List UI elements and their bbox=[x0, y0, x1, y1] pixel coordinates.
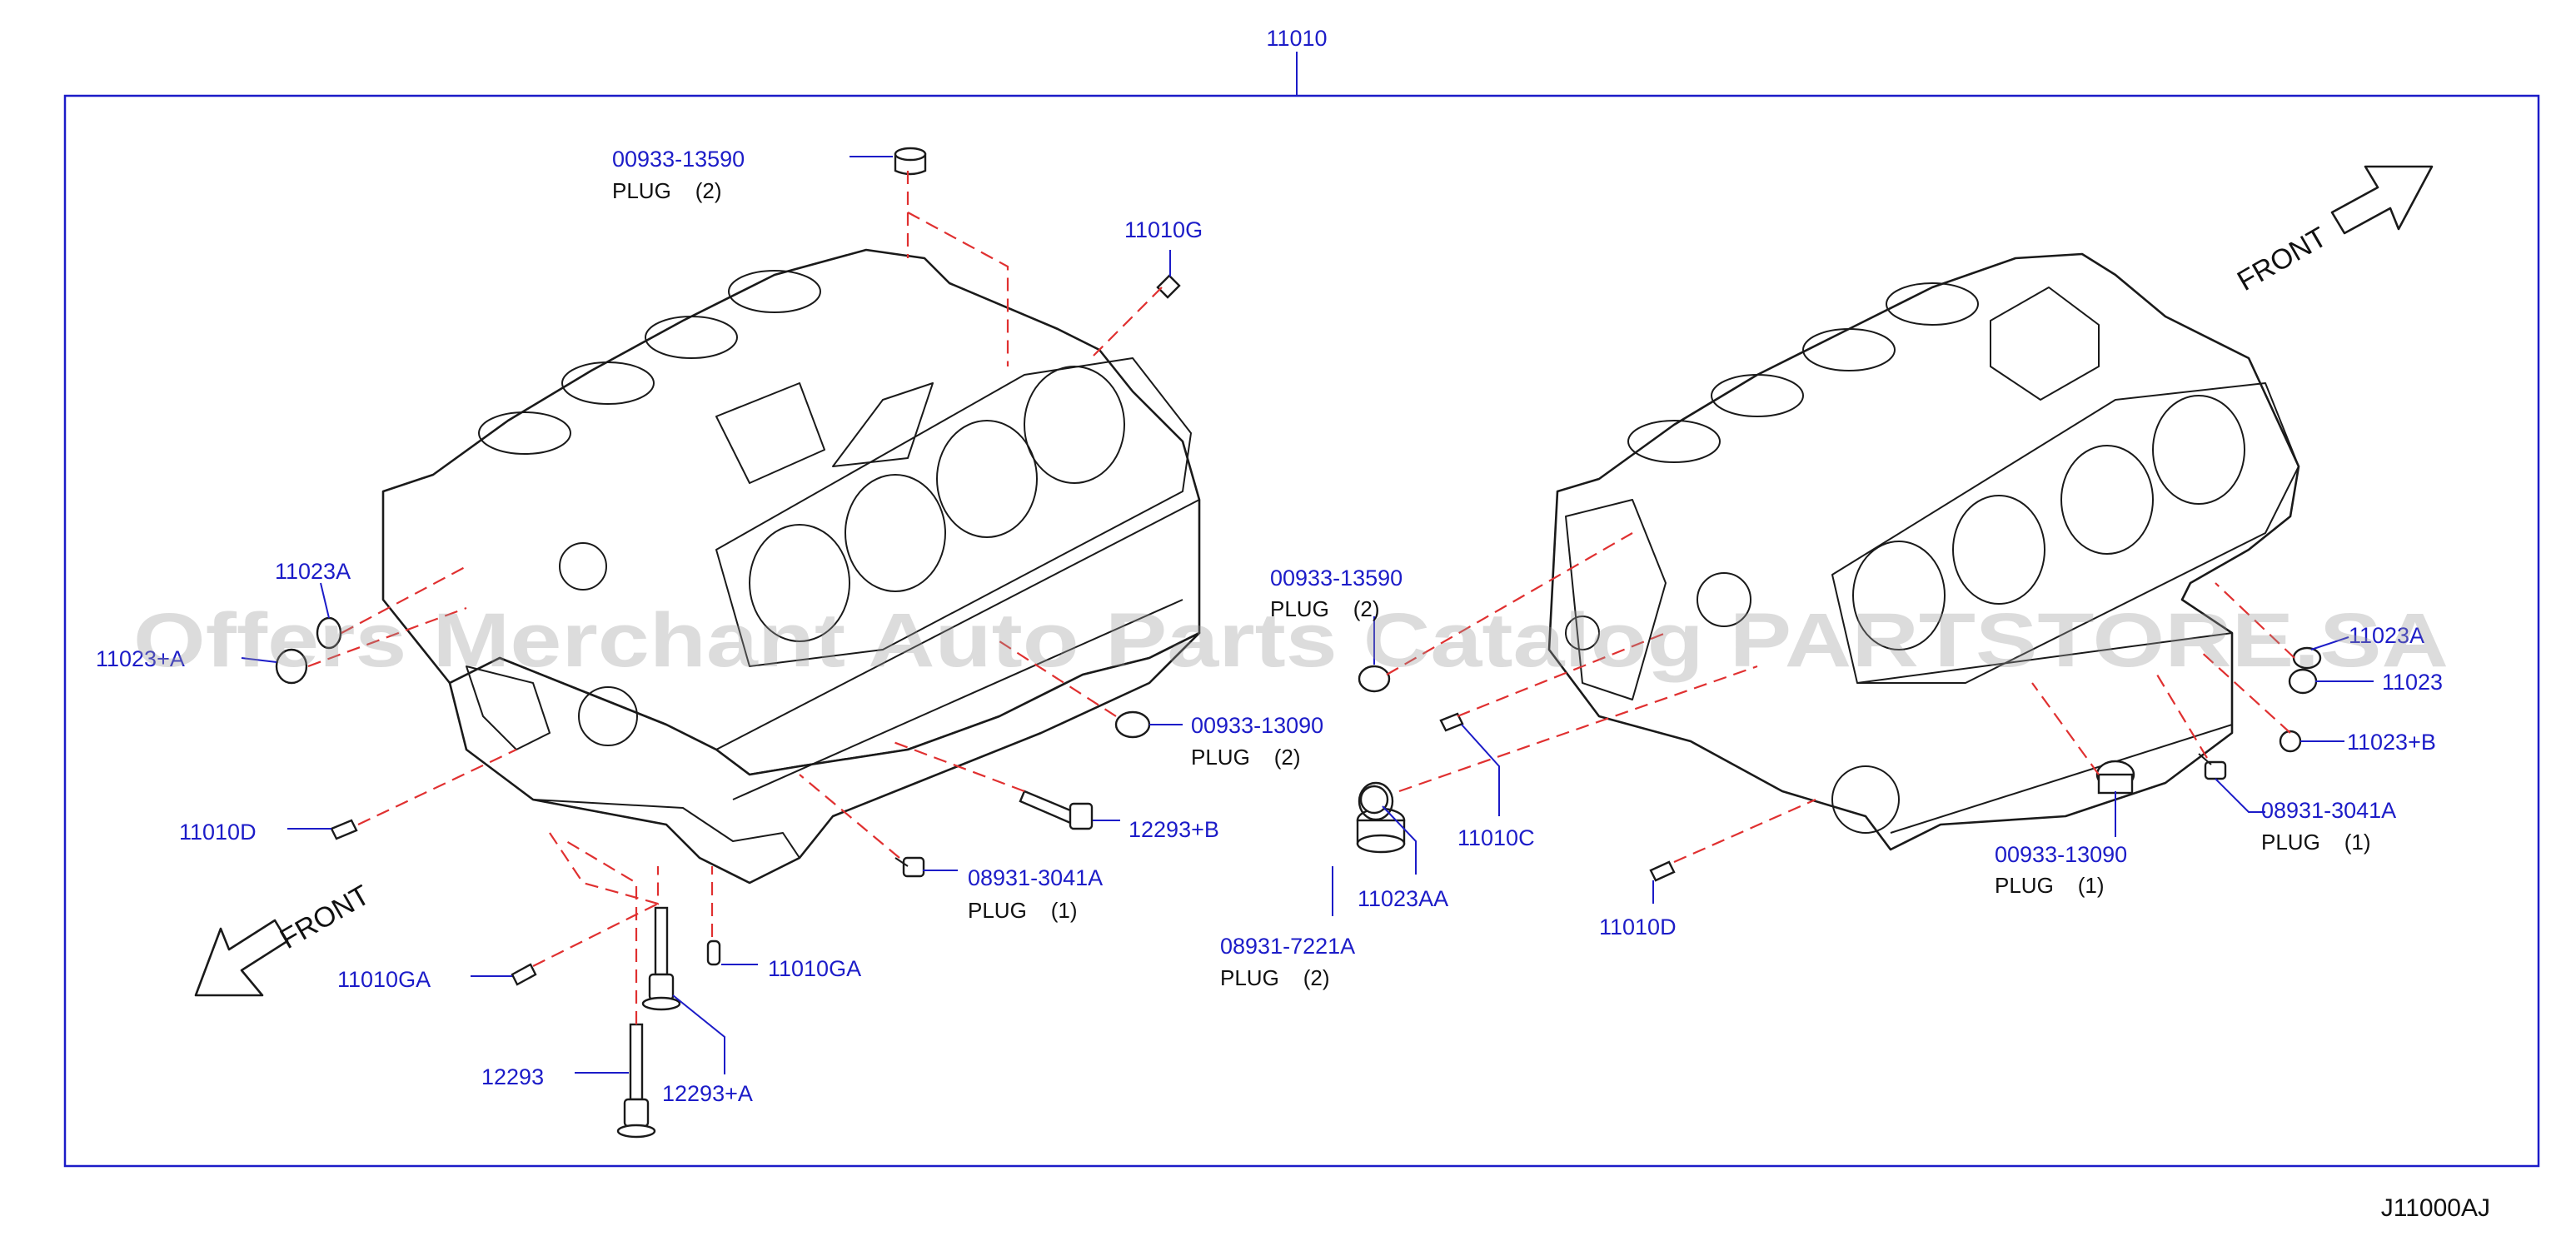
callout-note: PLUG (1) bbox=[968, 898, 1077, 923]
callout-leaders bbox=[241, 156, 2374, 1074]
engine-block-right bbox=[1547, 252, 2300, 851]
callout-part-number[interactable]: 00933-13090 bbox=[1995, 842, 2127, 867]
callouts: 00933-13590 PLUG (2) 11010G 11023A 11023… bbox=[96, 147, 2443, 1106]
left-dashed-lines bbox=[307, 171, 1163, 1024]
callout-part-number[interactable]: 11023A bbox=[275, 559, 351, 584]
callout-note: PLUG (1) bbox=[2261, 830, 2370, 855]
callout-part-number[interactable]: 11010GA bbox=[337, 967, 431, 992]
callout-part-number[interactable]: 11023+B bbox=[2347, 730, 2436, 755]
callout-note: PLUG (1) bbox=[1995, 873, 2104, 898]
callout-part-number[interactable]: 00933-13590 bbox=[612, 147, 745, 172]
front-label-right: FRONT bbox=[2232, 221, 2332, 297]
callout-note: PLUG (2) bbox=[612, 178, 721, 203]
callout-note: PLUG (2) bbox=[1270, 596, 1379, 621]
callout-part-number[interactable]: 11023+A bbox=[96, 646, 185, 671]
callout-part-number[interactable]: 11023 bbox=[2382, 670, 2443, 695]
callout-part-number[interactable]: 11010D bbox=[179, 820, 257, 845]
callout-part-number[interactable]: 08931-3041A bbox=[968, 865, 1103, 890]
left-small-parts bbox=[275, 147, 1181, 1139]
callout-part-number[interactable]: 00933-13590 bbox=[1270, 566, 1403, 591]
assembly-frame bbox=[63, 94, 2540, 1168]
front-arrow-right-icon bbox=[2330, 165, 2434, 235]
callout-part-number[interactable]: 11010GA bbox=[768, 956, 861, 981]
callout-note: PLUG (2) bbox=[1191, 745, 1300, 770]
watermark: Offers Merchant Auto Parts Catalog PARTS… bbox=[133, 598, 2449, 683]
right-small-parts bbox=[1356, 646, 2322, 882]
engine-block-left bbox=[381, 248, 1201, 885]
right-dashed-lines bbox=[1386, 532, 2295, 864]
main-part-number[interactable]: 11010 bbox=[1266, 26, 1327, 51]
callout-part-number[interactable]: 11010G bbox=[1124, 217, 1203, 242]
callout-part-number[interactable]: 11023A bbox=[2349, 623, 2424, 648]
callout-part-number[interactable]: 12293 bbox=[481, 1064, 544, 1089]
callout-part-number[interactable]: 11023AA bbox=[1358, 886, 1448, 911]
callout-part-number[interactable]: 11010C bbox=[1457, 825, 1535, 850]
front-arrow-left-icon bbox=[194, 919, 289, 997]
callout-part-number[interactable]: 11010D bbox=[1599, 915, 1677, 939]
callout-part-number[interactable]: 12293+B bbox=[1129, 817, 1219, 842]
callout-part-number[interactable]: 00933-13090 bbox=[1191, 713, 1323, 738]
callout-part-number[interactable]: 08931-7221A bbox=[1220, 934, 1355, 959]
callout-part-number[interactable]: 08931-3041A bbox=[2261, 798, 2396, 823]
callout-note: PLUG (2) bbox=[1220, 965, 1329, 990]
callout-part-number[interactable]: 12293+A bbox=[662, 1081, 753, 1106]
drawing-code: J11000AJ bbox=[2381, 1194, 2490, 1222]
front-label-left: FRONT bbox=[275, 879, 375, 954]
